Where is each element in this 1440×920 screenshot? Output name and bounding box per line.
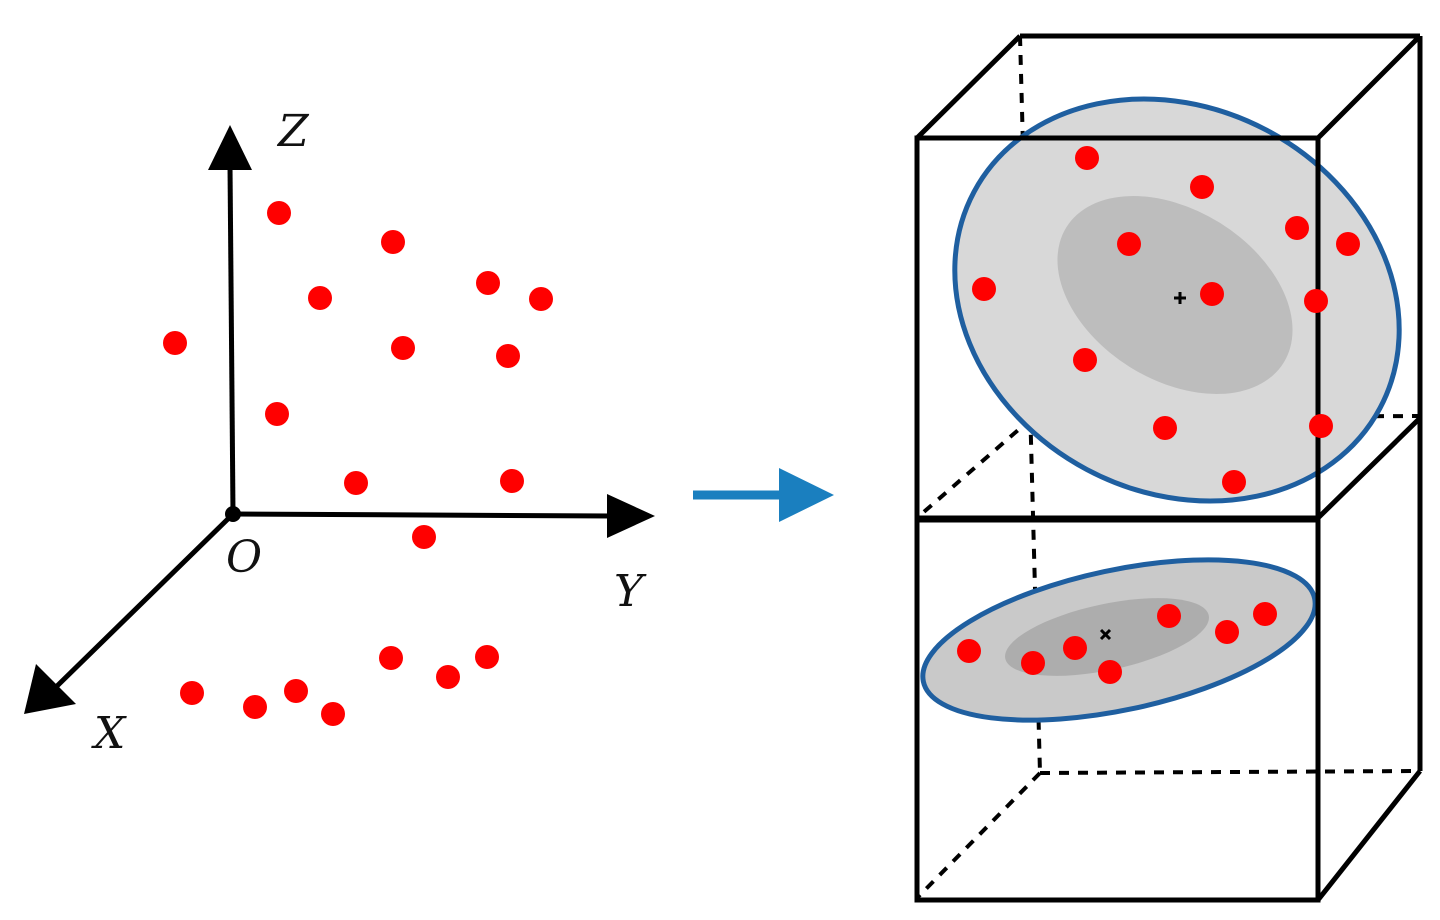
right-data-point: [1073, 348, 1097, 372]
left-data-point: [381, 230, 405, 254]
right-data-point: [1075, 146, 1099, 170]
right-data-point: [1098, 660, 1122, 684]
x-axis: [53, 512, 235, 690]
left-data-point: [267, 201, 291, 225]
right-data-point: [1285, 216, 1309, 240]
upper-box: [915, 33, 1423, 418]
right-data-point: [1253, 602, 1277, 626]
left-data-point: [284, 679, 308, 703]
right-data-point: [972, 277, 996, 301]
y-axis: [232, 511, 613, 519]
right-data-point: [1063, 636, 1087, 660]
x-axis-label: X: [91, 708, 127, 759]
right-data-point: [1309, 414, 1333, 438]
right-data-point: [1153, 416, 1177, 440]
left-data-point: [436, 665, 460, 689]
left-data-point: [243, 695, 267, 719]
right-data-point: [1304, 289, 1328, 313]
right-point-cloud: [957, 146, 1360, 684]
left-point-cloud: [163, 201, 553, 726]
lower-box-front: [914, 515, 1321, 903]
right-data-point: [1021, 651, 1045, 675]
left-data-point: [379, 646, 403, 670]
right-data-point: [1200, 282, 1224, 306]
z-axis-label: Z: [276, 106, 310, 157]
left-data-point: [308, 286, 332, 310]
right-data-point: [1157, 604, 1181, 628]
left-data-point: [496, 344, 520, 368]
front-faces: [914, 135, 1423, 903]
origin-dot: [225, 506, 241, 522]
left-data-point: [344, 471, 368, 495]
right-data-point: [1190, 175, 1214, 199]
left-data-point: [391, 336, 415, 360]
origin-label: O: [226, 532, 262, 583]
y-axis-label: Y: [614, 566, 647, 617]
upper-ellipse-cluster: [952, 96, 1402, 504]
left-data-point: [500, 469, 524, 493]
right-data-point: [1215, 620, 1239, 644]
left-data-point: [412, 525, 436, 549]
right-data-point: [1117, 232, 1141, 256]
z-axis: [227, 164, 236, 515]
left-data-point: [180, 681, 204, 705]
x-axis-arrowhead: [24, 664, 76, 714]
left-data-point: [321, 702, 345, 726]
left-data-point: [163, 331, 187, 355]
left-data-point: [475, 645, 499, 669]
z-axis-arrowhead: [208, 125, 252, 170]
arrow-right-icon: [693, 468, 834, 522]
right-data-point: [1222, 470, 1246, 494]
left-data-point: [265, 402, 289, 426]
upper-ellipse-inner: [1057, 196, 1293, 394]
right-data-point: [957, 639, 981, 663]
cross-icon: [1099, 628, 1112, 641]
right-data-point: [1336, 232, 1360, 256]
y-axis-arrowhead: [607, 494, 655, 538]
left-data-point: [529, 287, 553, 311]
coordinate-axes: Z Y X O: [24, 106, 655, 759]
left-data-point: [476, 271, 500, 295]
plus-icon: [1174, 292, 1186, 304]
